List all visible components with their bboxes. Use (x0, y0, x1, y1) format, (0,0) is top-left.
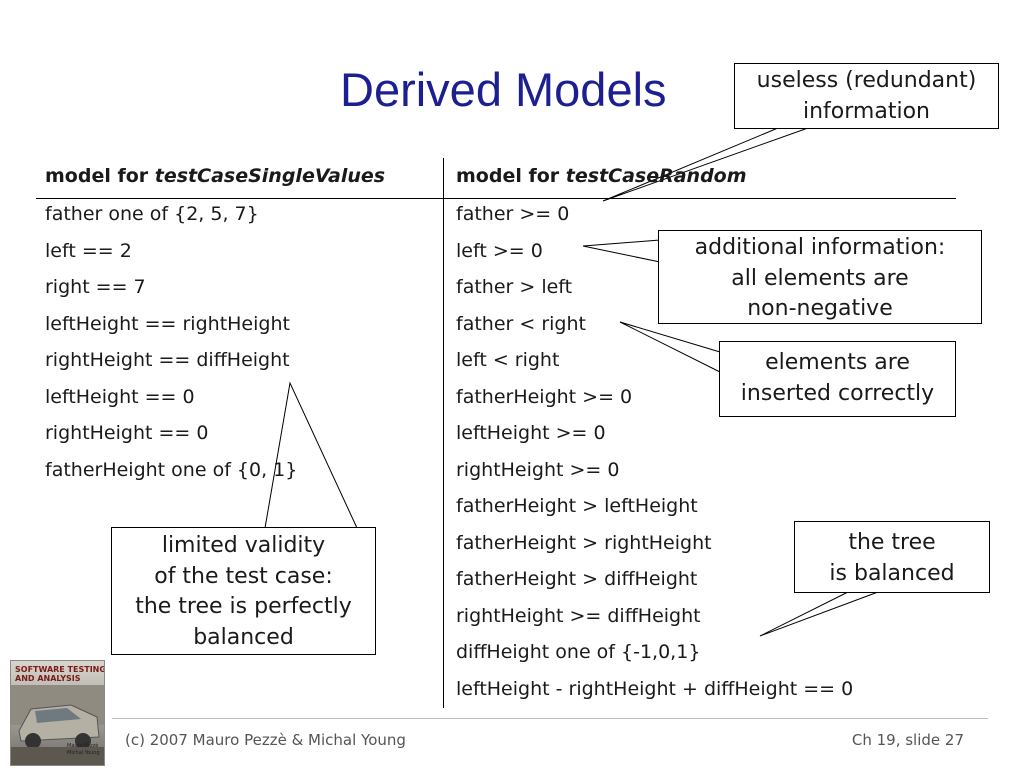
invariant-row: diffHeight one of {-1,0,1} (456, 641, 701, 663)
column-divider (443, 158, 444, 708)
footer-slide-number: Ch 19, slide 27 (851, 731, 964, 749)
footer-divider (112, 718, 988, 719)
invariant-row: leftHeight == 0 (45, 385, 195, 408)
pointer-balanced (759, 591, 879, 637)
book-title: SOFTWARE TESTING AND ANALYSIS (15, 665, 105, 683)
callout-line: non-negative (747, 296, 893, 321)
book-authors: Mauro Pezzè Michal Young (67, 743, 100, 757)
random-model-list: father >= 0 left >= 0 father > left fath… (456, 201, 853, 712)
invariant-row: fatherHeight > rightHeight (456, 531, 712, 554)
invariant-row: rightHeight >= 0 (456, 458, 620, 481)
pointer-inserted (619, 321, 721, 373)
invariant-row: fatherHeight one of {0, 1} (45, 458, 298, 481)
callout-limited-validity: limited validity of the test case: the t… (111, 527, 376, 655)
pointer-limited (264, 381, 358, 529)
column-header-random: model for testCaseRandom (456, 165, 747, 187)
callout-tree-balanced: the tree is balanced (794, 521, 990, 593)
callout-line: limited validity (161, 533, 326, 558)
callout-line: is balanced (829, 560, 955, 586)
invariant-row: rightHeight == diffHeight (45, 349, 290, 371)
invariant-row: left == 2 (45, 239, 132, 262)
callout-line: the tree (848, 530, 936, 555)
invariant-row: father > left (456, 276, 573, 298)
callout-line: of the test case: (154, 563, 333, 589)
invariant-row: leftHeight == rightHeight (45, 312, 290, 335)
column-header-name: testCaseRandom (565, 165, 747, 187)
pointer-additional (582, 239, 661, 263)
book-title-line: SOFTWARE TESTING (15, 665, 105, 674)
callout-line: information (803, 98, 930, 124)
invariant-row: father < right (456, 312, 586, 335)
callout-additional-information: additional information: all elements are… (658, 230, 982, 324)
callout-line: inserted correctly (740, 380, 935, 406)
invariant-row: father one of {2, 5, 7} (45, 203, 259, 225)
slide-title: Derived Models (340, 63, 667, 116)
car-crash-illustration (11, 685, 104, 765)
invariant-row: leftHeight >= 0 (456, 422, 606, 444)
column-header-prefix: model for (456, 165, 566, 187)
invariant-row: left >= 0 (456, 239, 543, 262)
book-cover-image: SOFTWARE TESTING AND ANALYSIS Mauro Pezz… (10, 660, 105, 766)
book-title-line: AND ANALYSIS (15, 674, 81, 683)
column-header-name: testCaseSingleValues (154, 165, 386, 187)
single-values-model-list: father one of {2, 5, 7} left == 2 right … (45, 201, 297, 493)
invariant-row: leftHeight - rightHeight + diffHeight ==… (456, 677, 854, 700)
callout-line: useless (redundant) (756, 68, 977, 93)
invariant-row: left < right (456, 349, 560, 371)
column-header-prefix: model for (45, 165, 155, 187)
footer-copyright: (c) 2007 Mauro Pezzè & Michal Young (125, 731, 406, 749)
invariant-row: rightHeight >= diffHeight (456, 604, 701, 627)
book-author-line: Michal Young (67, 750, 100, 756)
callout-line: elements are (765, 350, 910, 375)
callout-line: balanced (193, 624, 294, 650)
column-header-single-values: model for testCaseSingleValues (45, 165, 385, 187)
header-divider (36, 198, 956, 199)
callout-line: additional information: (694, 235, 946, 260)
pointer-useless (602, 127, 809, 202)
callout-inserted-correctly: elements are inserted correctly (719, 341, 956, 417)
invariant-row: fatherHeight > diffHeight (456, 568, 698, 590)
book-author-line: Mauro Pezzè (67, 743, 99, 749)
invariant-row: rightHeight == 0 (45, 422, 209, 444)
callout-line: the tree is perfectly (135, 594, 352, 619)
invariant-row: fatherHeight > leftHeight (456, 495, 698, 517)
callout-useless-information: useless (redundant) information (734, 63, 999, 129)
invariant-row: father >= 0 (456, 203, 570, 225)
invariant-row: right == 7 (45, 276, 146, 298)
callout-line: all elements are (731, 265, 909, 291)
invariant-row: fatherHeight >= 0 (456, 385, 633, 408)
